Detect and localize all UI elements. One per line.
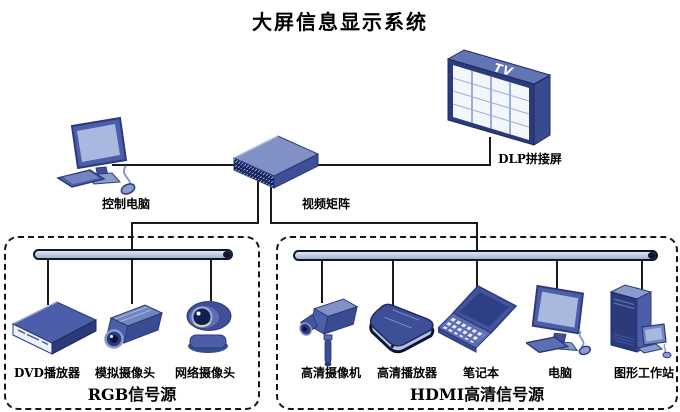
dvd-player-label: DVD播放器 [14,366,80,380]
control-computer-label: 控制电脑 [101,197,150,211]
desktop-pc-icon [526,284,592,356]
laptop-label: 笔记本 [462,366,499,380]
hdmi-bus-bar [293,250,658,261]
control-computer-icon [56,116,136,195]
connector-into-rgb-box [131,222,133,255]
dlp-wall-label: DLP拼接屏 [498,152,562,166]
hd-camera-label: 高清摄像机 [300,366,361,380]
rgb-group-label: RGB信号源 [87,385,177,404]
analog-camera-label: 模拟摄像头 [94,366,155,380]
connector-branch-left-horizontal [131,222,259,224]
connector-matrix-to-wall-horizontal [314,164,491,166]
hd-camera-icon [299,298,359,367]
laptop-icon [438,285,518,353]
connector-into-hdmi-box [476,222,478,256]
connector-matrix-drop-left [257,176,259,224]
drop-desktop-pc [556,259,558,290]
drop-network-camera [210,258,212,301]
hd-player-label: 高清播放器 [376,366,437,380]
drop-analog-camera [131,258,133,304]
connector-matrix-drop-right [270,176,272,224]
drop-hd-camera [321,259,323,303]
connector-branch-right-horizontal [270,222,478,224]
workstation-icon [609,284,672,359]
network-camera-label: 网络摄像头 [174,366,235,380]
drop-laptop [476,259,478,293]
network-camera-icon [186,301,232,353]
drop-workstation [641,259,643,290]
drop-dvd-player [47,258,49,305]
workstation-label: 图形工作站 [613,366,674,380]
drop-hd-player [392,259,394,310]
dvd-player-icon [11,301,98,355]
connector-matrix-to-wall-vertical [489,137,491,166]
diagram-title: 大屏信息显示系统 [252,10,428,34]
hd-player-icon [369,303,435,354]
analog-camera-icon [104,304,164,349]
video-matrix-label: 视频矩阵 [301,197,350,211]
connector-pc-to-matrix [112,164,242,166]
hdmi-group-label: HDMI高清信号源 [409,385,545,404]
video-matrix-icon [232,135,320,189]
dlp-video-wall-icon: TV [446,49,552,146]
rgb-bus-bar [33,249,233,260]
desktop-pc-label: 电脑 [547,366,572,380]
wall-tv-text: TV [492,60,515,79]
